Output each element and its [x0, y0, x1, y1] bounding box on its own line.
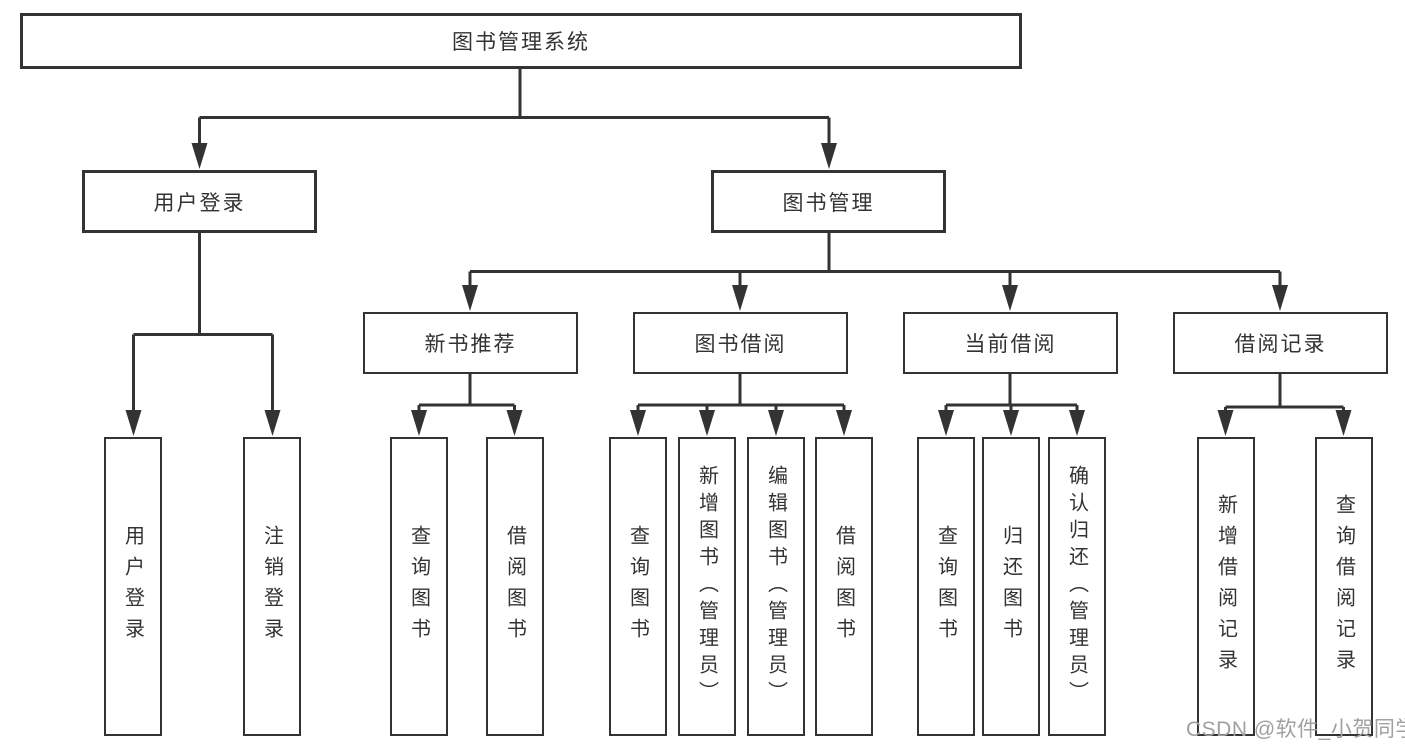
connector-user-login-branch	[125, 233, 281, 436]
leaf-user-login: 用户登录	[104, 437, 162, 736]
connector-book-management-branch	[462, 233, 1288, 311]
leaf-return-book: 归还图书	[982, 437, 1040, 736]
leaf-add-book-admin: 新增图书（管理员）	[678, 437, 736, 736]
connector-borrowing-records-branch	[1217, 374, 1352, 436]
leaf-query-books-recommend: 查询图书	[390, 437, 448, 736]
leaf-query-books-borrowing: 查询图书	[609, 437, 667, 736]
connector-new-book-branch	[411, 374, 523, 436]
node-library-system: 图书管理系统	[20, 13, 1022, 69]
node-book-management: 图书管理	[711, 170, 946, 233]
leaf-borrow-books-borrowing: 借阅图书	[815, 437, 873, 736]
watermark-text: CSDN @软件_小贺同学	[1186, 718, 1405, 741]
leaf-logout-login: 注销登录	[243, 437, 301, 736]
connector-current-borrowing-branch	[938, 374, 1085, 436]
leaf-confirm-return-admin: 确认归还（管理员）	[1048, 437, 1106, 736]
node-new-book-recommendation: 新书推荐	[363, 312, 578, 374]
leaf-borrow-books-recommend: 借阅图书	[486, 437, 544, 736]
leaf-add-borrow-record: 新增借阅记录	[1197, 437, 1255, 736]
connector-root-to-level2	[191, 69, 837, 169]
leaf-query-borrow-record: 查询借阅记录	[1315, 437, 1373, 736]
leaf-edit-book-admin: 编辑图书（管理员）	[747, 437, 805, 736]
node-borrowing-records: 借阅记录	[1173, 312, 1388, 374]
node-book-borrowing: 图书借阅	[633, 312, 848, 374]
connector-book-borrowing-branch	[630, 374, 852, 436]
leaf-query-books-current: 查询图书	[917, 437, 975, 736]
node-user-login: 用户登录	[82, 170, 317, 233]
node-current-borrowing: 当前借阅	[903, 312, 1118, 374]
